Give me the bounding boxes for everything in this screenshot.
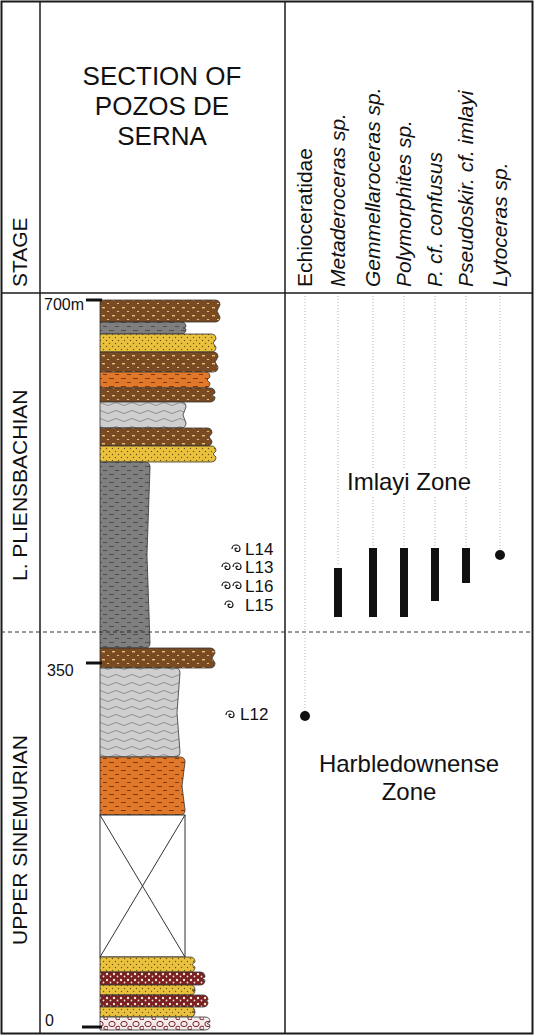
column-header: STAGE [8,217,32,287]
ammonite-symbol [232,545,240,552]
ammonite-symbol [225,601,233,608]
ammonite-symbol [226,711,234,718]
scale-value: 0 [45,1012,54,1030]
scale-value: 350 [47,662,74,680]
scale-tick [86,299,102,302]
taxon-name: P. cf. confusus [423,152,447,287]
stage-name: UPPER SINEMURIAN [8,735,32,945]
sample-number: L14 [245,540,273,560]
ammonite-symbol [233,563,241,570]
ammonite-symbol [222,563,230,570]
zone-name: Imlayi Zone [344,468,474,496]
sample-number: L13 [245,558,273,578]
scale-tick [82,1026,102,1029]
ammonite-symbol [233,582,241,589]
taxon-name: Gemmellaroceras sp. [361,87,385,287]
scale-value: 700m [44,296,84,314]
sample-number: L12 [240,705,268,725]
scale-tick [86,662,102,665]
sample-number: L16 [245,577,273,597]
lithology-column [100,300,220,1030]
taxon-name: Echioceratidae [293,148,317,287]
ammonite-symbol [222,582,230,589]
taxon-name: Polymorphites sp. [392,120,416,287]
column-header: SECTION OF POZOS DE SERNA [67,62,257,152]
stage-name: L. PLIENSBACHIAN [8,389,32,580]
zone-name: Harbledownense Zone [301,750,517,805]
taxon-name: Pseudoskir. cf. imlayi [454,91,478,287]
taxon-name: Lytoceras sp. [488,162,512,287]
sample-number: L15 [245,596,273,616]
taxon-name: Metaderoceras sp. [326,113,350,287]
range-chart [300,296,505,721]
stage-boundary [1,632,533,633]
